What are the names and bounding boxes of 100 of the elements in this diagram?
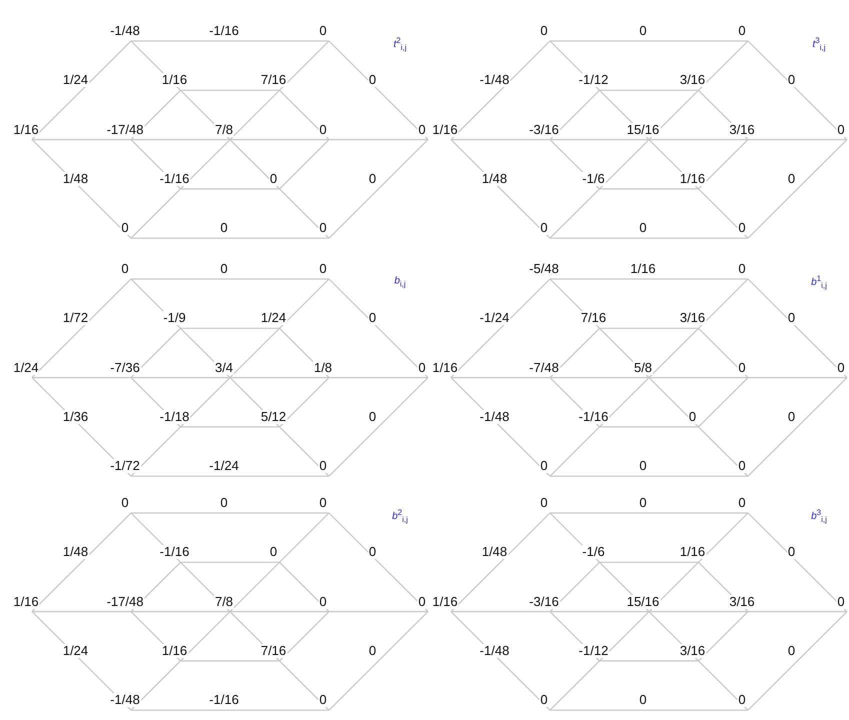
vertex-value: 0 <box>638 24 648 38</box>
fraction-value: 7/8 <box>214 594 234 609</box>
vertex-value: 0 <box>786 311 796 326</box>
vertex-value: 0 <box>368 545 378 560</box>
fraction-value: 3/16 <box>728 122 756 137</box>
fraction-value: 1/24 <box>62 73 90 88</box>
vertex-value: 0 <box>638 693 648 708</box>
vertex-value: 0 <box>638 496 648 510</box>
vertex-value: 0 <box>638 221 648 236</box>
fraction-value: 1/24 <box>260 311 288 326</box>
fraction-value: 1/24 <box>12 360 40 375</box>
fraction-value: 1/48 <box>480 545 508 560</box>
vertex-value: 0 <box>786 73 796 88</box>
fraction-value: 1/8 <box>312 360 334 375</box>
fraction-value: -1/48 <box>478 410 510 424</box>
vertex-value: 0 <box>318 496 328 510</box>
fraction-value: 1/16 <box>431 360 459 375</box>
vertex-value: 0 <box>638 459 648 474</box>
vertex-value: 0 <box>417 594 427 609</box>
vertex-value: 0 <box>219 221 229 236</box>
fraction-value: 3/16 <box>678 311 706 326</box>
vertex-value: 0 <box>268 172 278 186</box>
vertex-value: 0 <box>539 24 549 38</box>
vertex-value: 0 <box>417 122 427 137</box>
vertex-value: 0 <box>368 311 378 326</box>
fraction-value: -1/48 <box>478 644 510 658</box>
vertex-value: 0 <box>688 410 698 424</box>
vertex-value: 0 <box>318 221 328 236</box>
vertex-value: 0 <box>318 459 328 474</box>
fraction-value: 3/16 <box>678 644 706 658</box>
fraction-value: -7/36 <box>109 360 141 375</box>
panel-label: b$_{i,j}$ <box>394 276 406 288</box>
fraction-value: -1/16 <box>208 693 240 708</box>
fraction-value: -1/12 <box>578 644 610 658</box>
fraction-value: -1/24 <box>478 311 510 326</box>
vertex-value: 0 <box>368 73 378 88</box>
fraction-value: 1/16 <box>678 172 706 186</box>
fraction-value: 1/16 <box>431 122 459 137</box>
fraction-value: 5/12 <box>260 410 288 424</box>
fraction-value: 1/72 <box>62 311 90 326</box>
fraction-value: -1/6 <box>581 172 606 186</box>
vertex-value: 0 <box>836 594 846 609</box>
fraction-value: -5/48 <box>528 262 560 276</box>
vertex-value: 0 <box>786 545 796 560</box>
vertex-value: 0 <box>737 24 747 38</box>
fraction-value: 1/24 <box>62 644 90 658</box>
vertex-value: 0 <box>737 262 747 276</box>
fraction-value: -1/12 <box>578 73 610 88</box>
fraction-value: 3/16 <box>728 594 756 609</box>
fraction-value: -1/16 <box>158 545 190 560</box>
vertex-value: 0 <box>268 545 278 560</box>
fraction-value: -1/48 <box>109 24 141 38</box>
vertex-value: 0 <box>120 496 130 510</box>
vertex-value: 0 <box>368 644 378 658</box>
vertex-value: 0 <box>836 360 846 375</box>
fraction-value: -17/48 <box>106 594 144 609</box>
vertex-value: 0 <box>368 410 378 424</box>
fraction-value: -1/48 <box>478 73 510 88</box>
vertex-value: 0 <box>786 644 796 658</box>
fraction-value: 3/16 <box>678 73 706 88</box>
fraction-value: 1/16 <box>160 644 188 658</box>
fraction-value: 1/48 <box>62 172 90 186</box>
fraction-value: 1/36 <box>62 410 90 424</box>
fraction-value: -1/72 <box>109 459 141 474</box>
vertex-value: 0 <box>539 496 549 510</box>
fraction-value: 15/16 <box>626 594 660 609</box>
fraction-value: -1/24 <box>208 459 240 474</box>
fraction-value: -17/48 <box>106 122 144 137</box>
fraction-value: 7/8 <box>214 122 234 137</box>
vertex-value: 0 <box>318 594 328 609</box>
fraction-value: -1/9 <box>162 311 187 326</box>
fraction-value: 7/16 <box>260 73 288 88</box>
vertex-value: 0 <box>737 221 747 236</box>
fraction-value: -1/16 <box>578 410 610 424</box>
vertex-value: 0 <box>786 410 796 424</box>
fraction-value: -1/16 <box>158 172 190 186</box>
vertex-value: 0 <box>219 262 229 276</box>
vertex-value: 0 <box>318 262 328 276</box>
vertex-value: 0 <box>539 221 549 236</box>
vertex-value: 0 <box>368 172 378 186</box>
fraction-value: -7/48 <box>528 360 560 375</box>
fraction-value: 1/16 <box>629 262 657 276</box>
vertex-value: 0 <box>318 693 328 708</box>
vertex-value: 0 <box>737 459 747 474</box>
fraction-value: 1/16 <box>160 73 188 88</box>
vertex-value: 0 <box>737 360 747 375</box>
fraction-value: -3/16 <box>528 122 560 137</box>
vertex-value: 0 <box>539 459 549 474</box>
fraction-value: 1/16 <box>12 594 40 609</box>
fraction-value: -1/6 <box>581 545 606 560</box>
vertex-value: 0 <box>836 122 846 137</box>
fraction-value: 1/16 <box>12 122 40 137</box>
vertex-value: 0 <box>737 693 747 708</box>
vertex-value: 0 <box>539 693 549 708</box>
vertex-value: 0 <box>318 24 328 38</box>
fraction-value: 1/48 <box>480 172 508 186</box>
fraction-value: 1/48 <box>62 545 90 560</box>
fraction-value: -1/48 <box>109 693 141 708</box>
vertex-value: 0 <box>318 122 328 137</box>
fraction-value: 1/16 <box>678 545 706 560</box>
